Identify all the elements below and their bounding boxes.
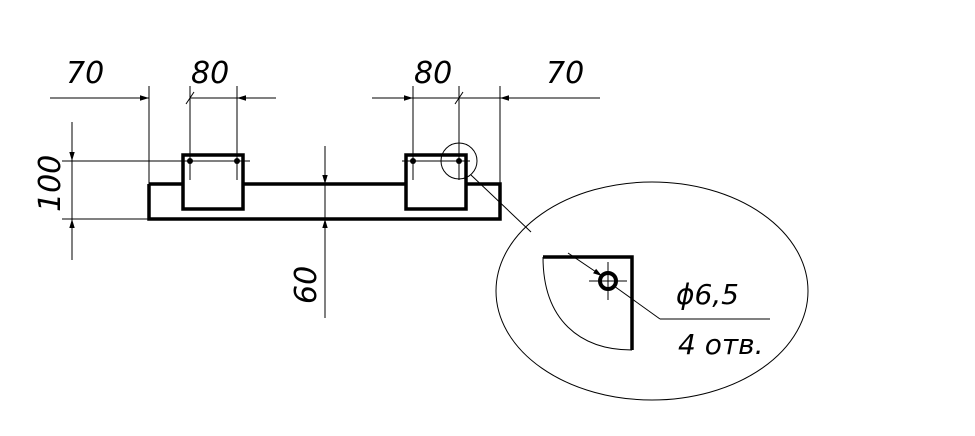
dim-base-height: 60	[289, 266, 324, 304]
left-bracket	[181, 153, 245, 211]
detail-marker-circle	[440, 142, 478, 180]
hole-diameter-label: ϕ6,5	[676, 278, 739, 311]
detail-bracket-edge	[543, 255, 634, 350]
part-outline	[147, 153, 502, 221]
dim-left-width: 80	[191, 56, 229, 91]
top-dimensions: 70 80 80 70	[50, 56, 600, 184]
dim-left-offset: 70	[66, 56, 104, 91]
detail-break-line	[542, 256, 633, 351]
hole-count-label: 4 отв.	[678, 328, 764, 361]
dim-right-width: 80	[414, 56, 452, 91]
detail-view	[495, 181, 809, 401]
height-dimension: 100	[33, 122, 183, 260]
detail-callout: ϕ6,5 4 отв.	[440, 142, 809, 401]
base-dimension: 60	[289, 146, 328, 318]
right-bracket	[404, 153, 468, 211]
dim-height: 100	[33, 155, 68, 212]
base-plate	[147, 182, 502, 221]
dim-right-offset: 70	[546, 56, 584, 91]
